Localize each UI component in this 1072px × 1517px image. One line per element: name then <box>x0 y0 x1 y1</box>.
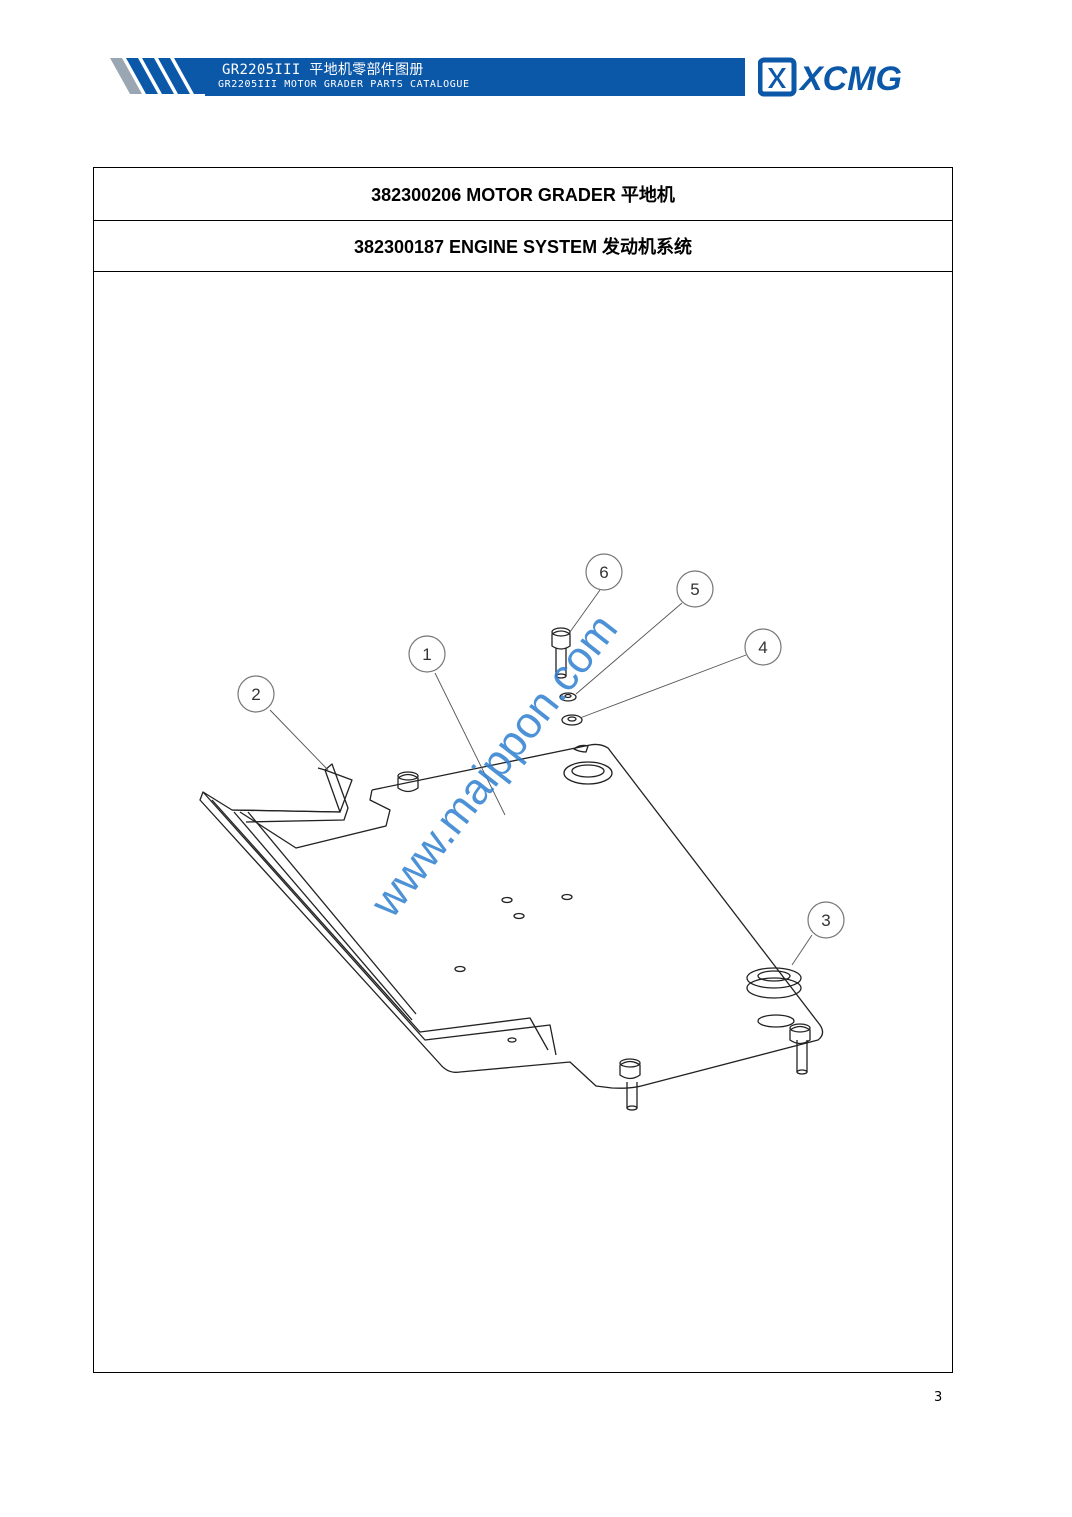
callout-label-4: 4 <box>758 638 767 657</box>
callout-label-1: 1 <box>422 645 431 664</box>
callout-label-2: 2 <box>251 685 260 704</box>
header-title-cn: GR2205III 平地机零部件图册 <box>222 62 424 78</box>
callout-1 <box>408 635 446 673</box>
drawing-frame: 382300206 MOTOR GRADER 平地机 382300187 ENG… <box>93 167 953 1373</box>
callout-label-3: 3 <box>821 911 830 930</box>
callout-4 <box>744 628 782 666</box>
callout-label-6: 6 <box>599 563 608 582</box>
xcmg-logo: XCMG <box>758 57 902 98</box>
page-number: 3 <box>934 1390 943 1405</box>
table-row-assembly: 382300206 MOTOR GRADER 平地机 <box>94 168 952 221</box>
brand-text: XCMG <box>798 60 902 98</box>
callout-2 <box>237 675 275 713</box>
callout-5 <box>676 570 714 608</box>
callout-6 <box>585 553 623 591</box>
stripes-logo-icon <box>110 58 210 94</box>
header-title-en: GR2205III MOTOR GRADER PARTS CATALOGUE <box>218 79 470 90</box>
callout-label-5: 5 <box>690 580 699 599</box>
table-row-system: 382300187 ENGINE SYSTEM 发动机系统 <box>94 220 952 272</box>
system-title: 382300187 ENGINE SYSTEM 发动机系统 <box>353 236 693 257</box>
watermark-text: www.maippon.com <box>361 605 628 927</box>
header-band <box>205 58 745 96</box>
assembly-title: 382300206 MOTOR GRADER 平地机 <box>371 185 675 205</box>
callout-3 <box>807 901 845 939</box>
